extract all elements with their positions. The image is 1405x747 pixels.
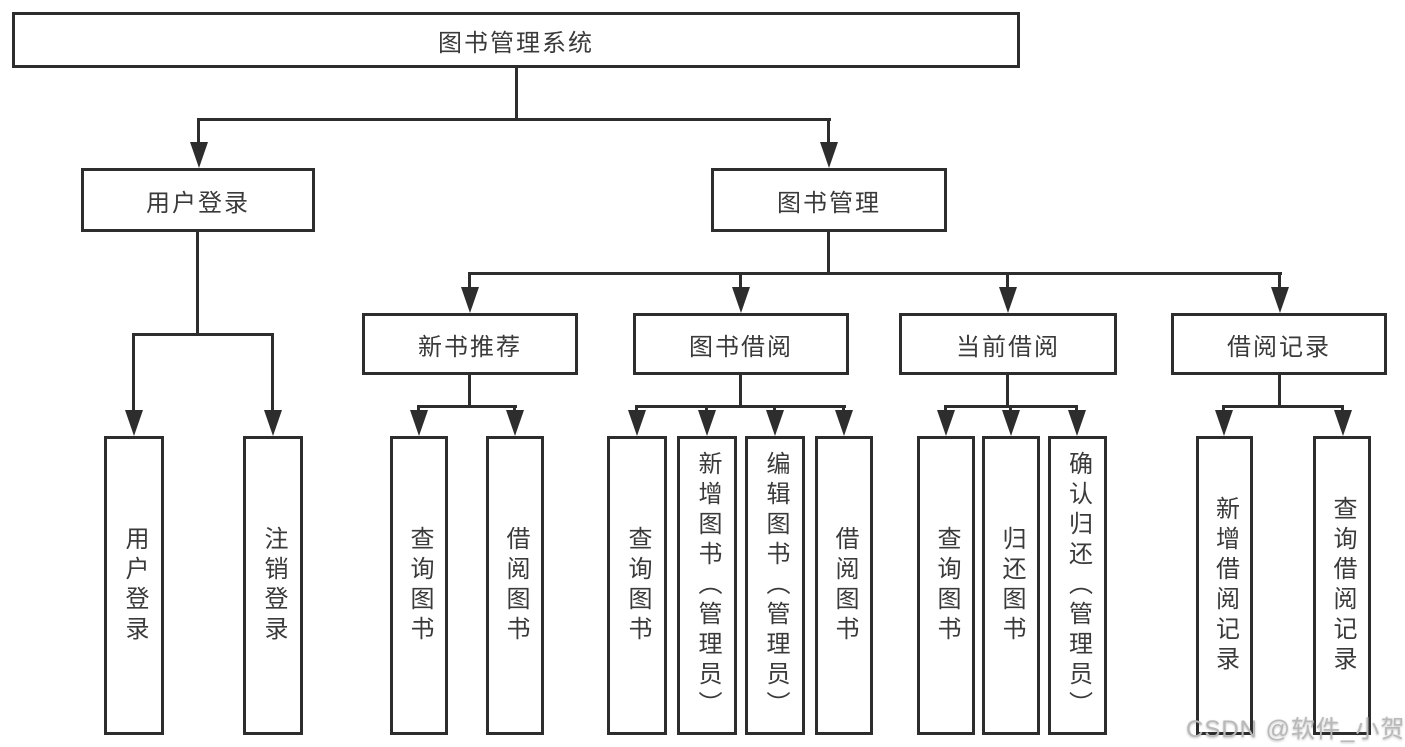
leaf-newbook-query: 查询图书	[390, 436, 448, 735]
connector-vline	[468, 375, 471, 408]
connector-vline	[635, 405, 638, 413]
connector-vline	[773, 405, 776, 413]
arrowhead-down-icon	[506, 410, 524, 436]
arrowhead-down-icon	[820, 142, 838, 168]
leaf-logout-label: 注销登录	[260, 525, 287, 646]
leaf-borrow-book-label: 借阅图书	[831, 525, 858, 646]
node-root-label: 图书管理系统	[438, 29, 594, 57]
connector-vline	[513, 405, 516, 413]
leaf-borrow-query: 查询图书	[607, 436, 667, 735]
leaf-borrow-add-book: 新增图书（管理员）	[677, 436, 737, 735]
connector-vline	[468, 272, 471, 287]
node-user-login: 用户登录	[81, 168, 315, 232]
node-new-book-recommend-label: 新书推荐	[418, 333, 522, 361]
arrowhead-down-icon	[410, 410, 428, 436]
connector-vline	[197, 118, 200, 142]
leaf-borrow-book: 借阅图书	[815, 436, 873, 735]
node-borrow-records: 借阅记录	[1171, 313, 1387, 375]
node-current-borrow-label: 当前借阅	[956, 333, 1060, 361]
arrowhead-down-icon	[461, 287, 479, 313]
arrowhead-down-icon	[937, 410, 955, 436]
leaf-add-record: 新增借阅记录	[1196, 436, 1253, 735]
connector-vline	[196, 232, 199, 333]
connector-vline	[1006, 272, 1009, 287]
connector-hline	[197, 118, 831, 121]
connector-vline	[132, 333, 135, 410]
connector-vline	[739, 272, 742, 287]
node-borrow-records-label: 借阅记录	[1227, 333, 1331, 361]
connector-hline	[468, 272, 1282, 275]
connector-vline	[827, 118, 830, 142]
connector-vline	[1278, 272, 1281, 287]
connector-hline	[417, 405, 517, 408]
node-book-management: 图书管理	[711, 168, 947, 232]
leaf-query-record: 查询借阅记录	[1313, 436, 1371, 735]
connector-vline	[1222, 405, 1225, 413]
connector-hline	[635, 405, 846, 408]
connector-vline	[271, 333, 274, 410]
leaf-newbook-borrow: 借阅图书	[486, 436, 544, 735]
arrowhead-down-icon	[999, 287, 1017, 313]
connector-hline	[132, 333, 274, 336]
leaf-current-query-label: 查询图书	[933, 525, 960, 646]
leaf-newbook-query-label: 查询图书	[406, 525, 433, 646]
leaf-borrow-edit-book-label: 编辑图书（管理员）	[762, 450, 789, 721]
connector-vline	[417, 405, 420, 413]
csdn-watermark: CSDN @软件_小贺同学	[1186, 716, 1405, 743]
node-book-borrow-label: 图书借阅	[689, 333, 793, 361]
leaf-query-record-label: 查询借阅记录	[1329, 495, 1356, 676]
arrowhead-down-icon	[1334, 410, 1352, 436]
arrowhead-down-icon	[264, 410, 282, 436]
arrowhead-down-icon	[190, 142, 208, 168]
node-new-book-recommend: 新书推荐	[362, 313, 578, 375]
arrowhead-down-icon	[732, 287, 750, 313]
node-book-management-label: 图书管理	[777, 189, 881, 217]
arrowhead-down-icon	[628, 410, 646, 436]
arrowhead-down-icon	[125, 410, 143, 436]
arrowhead-down-icon	[1271, 287, 1289, 313]
node-user-login-label: 用户登录	[146, 189, 250, 217]
leaf-confirm-return: 确认归还（管理员）	[1048, 436, 1107, 735]
leaf-borrow-add-book-label: 新增图书（管理员）	[694, 450, 721, 721]
leaf-confirm-return-label: 确认归还（管理员）	[1064, 450, 1092, 721]
connector-vline	[842, 405, 845, 413]
arrowhead-down-icon	[835, 410, 853, 436]
connector-vline	[1278, 375, 1281, 408]
connector-vline	[515, 68, 518, 118]
arrowhead-down-icon	[766, 410, 784, 436]
leaf-newbook-borrow-label: 借阅图书	[502, 525, 529, 646]
connector-vline	[1075, 405, 1078, 413]
connector-vline	[705, 405, 708, 413]
arrowhead-down-icon	[1002, 410, 1020, 436]
leaf-add-record-label: 新增借阅记录	[1211, 495, 1239, 676]
arrowhead-down-icon	[1068, 410, 1086, 436]
connector-vline	[739, 375, 742, 408]
leaf-return-book-label: 归还图书	[998, 525, 1025, 646]
connector-vline	[1006, 375, 1009, 408]
leaf-current-query: 查询图书	[917, 436, 975, 735]
node-book-borrow: 图书借阅	[633, 313, 849, 375]
node-root: 图书管理系统	[12, 12, 1020, 68]
leaf-user-login: 用户登录	[104, 436, 164, 735]
connector-hline	[1222, 405, 1344, 408]
leaf-borrow-edit-book: 编辑图书（管理员）	[745, 436, 805, 735]
leaf-user-login-label: 用户登录	[121, 525, 148, 646]
connector-vline	[944, 405, 947, 413]
connector-vline	[827, 232, 830, 275]
arrowhead-down-icon	[1215, 410, 1233, 436]
connector-vline	[1009, 405, 1012, 413]
arrowhead-down-icon	[698, 410, 716, 436]
node-current-borrow: 当前借阅	[899, 313, 1117, 375]
leaf-borrow-query-label: 查询图书	[624, 525, 651, 646]
leaf-logout: 注销登录	[243, 436, 303, 735]
connector-vline	[1341, 405, 1344, 413]
leaf-return-book: 归还图书	[982, 436, 1040, 735]
